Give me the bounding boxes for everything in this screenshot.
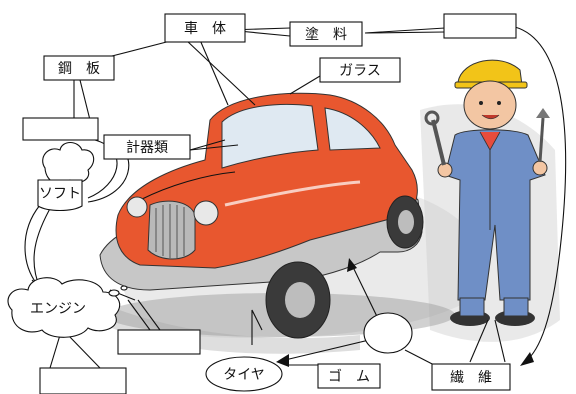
oval-bubble <box>363 312 413 354</box>
label-tire: タイヤ <box>205 356 283 392</box>
cloud-bubble <box>42 141 95 185</box>
blank-box-bumper <box>117 329 201 355</box>
label-software-text: ソフト <box>39 186 81 202</box>
label-instruments-text: 計器類 <box>126 140 168 156</box>
blank-box-steel <box>22 117 99 141</box>
label-glass-text: ガラス <box>339 63 381 79</box>
label-rubber-text: ゴ ム <box>328 368 370 385</box>
car-illustration <box>99 92 455 339</box>
label-tire-text: タイヤ <box>223 367 265 383</box>
label-paint: 塗 料 <box>289 21 363 47</box>
label-rubber: ゴ ム <box>317 363 381 389</box>
label-engine-text: エンジン <box>30 301 86 317</box>
blank-box-engine <box>39 367 127 394</box>
label-glass: ガラス <box>319 57 401 83</box>
label-software: ソフト <box>37 179 83 212</box>
blank-box-paint <box>443 13 517 39</box>
label-paint-text: 塗 料 <box>305 26 347 43</box>
label-body-text: 車 体 <box>184 20 226 37</box>
label-engine: エンジン <box>30 301 86 317</box>
label-steel-text: 鋼 板 <box>58 61 100 77</box>
label-fiber: 繊 維 <box>431 363 511 391</box>
label-fiber-text: 繊 維 <box>450 370 492 386</box>
label-body: 車 体 <box>164 13 246 43</box>
engine-cloud <box>7 277 128 338</box>
worker-illustration <box>424 59 550 326</box>
label-steel: 鋼 板 <box>43 55 115 81</box>
label-instruments: 計器類 <box>103 134 191 160</box>
